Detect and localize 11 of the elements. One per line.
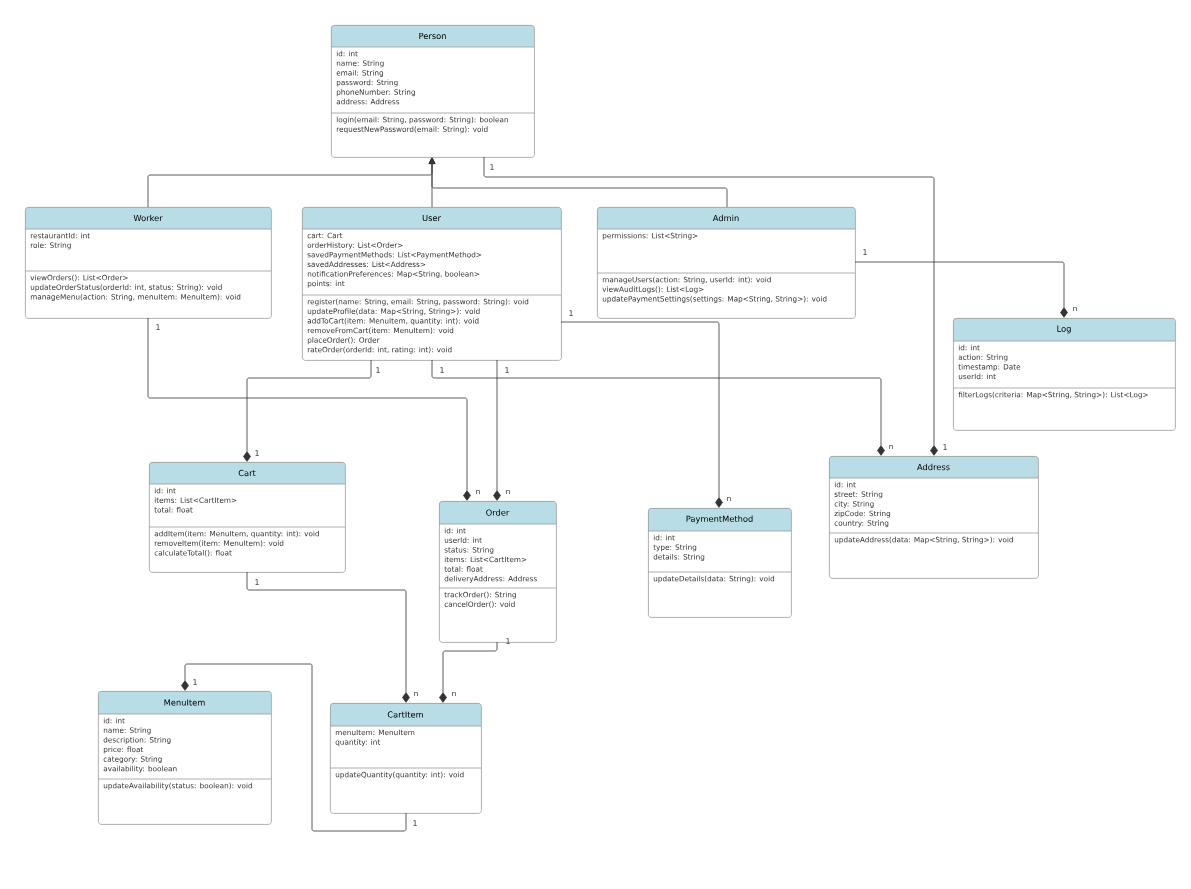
association-line	[181, 663, 407, 832]
association-line	[439, 641, 498, 703]
association-line	[147, 317, 471, 501]
association-line	[493, 359, 501, 501]
association-line	[428, 157, 728, 208]
association-line	[560, 321, 723, 508]
association-line	[483, 156, 938, 456]
association-line	[431, 359, 885, 456]
association-line	[854, 261, 1068, 318]
association-line	[243, 359, 372, 462]
association-line	[246, 571, 410, 703]
